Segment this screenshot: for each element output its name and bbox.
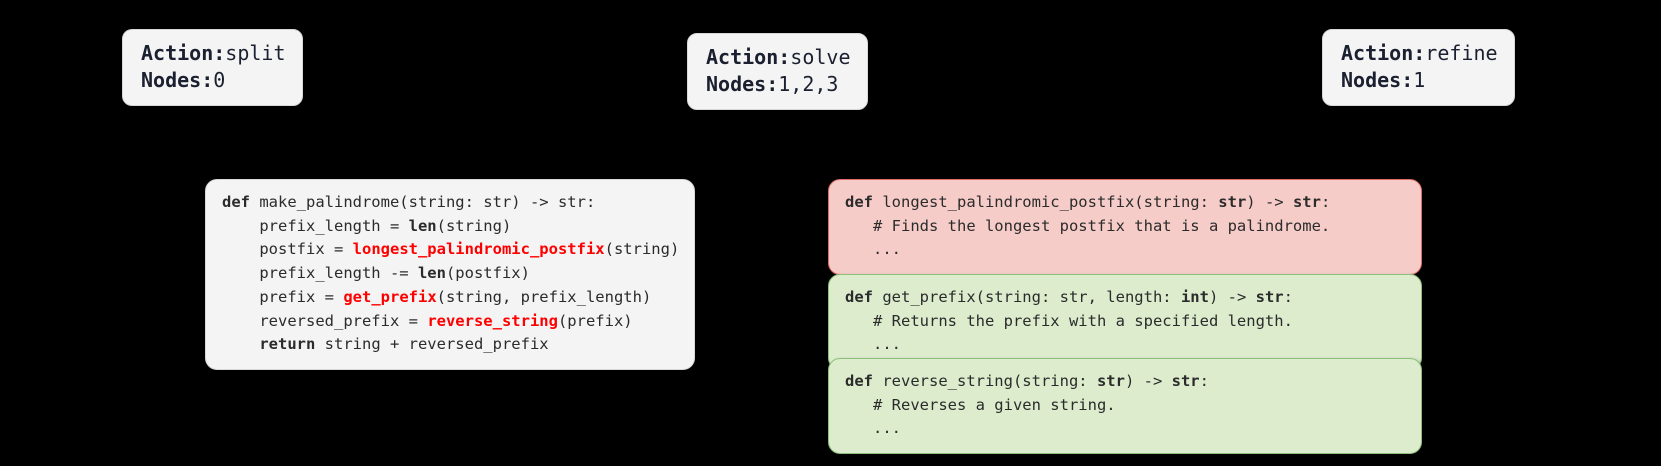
subfunction-panel-longest-palindromic-postfix[interactable]: def longest_palindromic_postfix(string: … [828,179,1422,275]
nodes-label: Nodes: [706,71,779,96]
code-token-ty: str [1218,193,1247,211]
code-line: def reverse_string(string: str) -> str: [845,370,1405,394]
code-line: ... [845,333,1405,357]
code-token-plain: prefix = [222,287,344,306]
action-value: refine [1425,41,1498,65]
code-token-plain: make_palindrome(string: str) -> str: [259,193,596,211]
code-line: postfix = longest_palindromic_postfix(st… [222,238,680,262]
nodes-label: Nodes: [1341,67,1414,92]
code-token-plain: (postfix) [445,264,530,283]
code-token-plain: postfix = [222,240,353,259]
code-token-kw: len [408,216,437,235]
nodes-line: Nodes:0 [141,67,286,94]
code-token-plain: longest_palindromic_postfix(string: [882,193,1219,211]
code-line: # Reverses a given string. [845,394,1405,418]
code-token-plain: reverse_string(string: [882,372,1097,390]
code-line: reversed_prefix = reverse_string(prefix) [222,310,678,334]
code-token-ty: str [1171,372,1200,390]
code-token-plain: # Returns the prefix with a specified le… [845,311,1293,330]
code-line: return string + reversed_prefix [222,333,678,357]
action-line: Action:split [141,40,286,67]
code-line: def longest_palindromic_postfix(string: … [845,191,1405,215]
code-token-plain: (string, prefix_length) [436,287,652,306]
code-token-kw: def [845,372,883,390]
action-label: Action: [706,45,791,69]
subfunction-panel-get-prefix[interactable]: def get_prefix(string: str, length: int)… [828,274,1422,370]
code-token-ty: str [1096,372,1125,390]
code-line: prefix_length = len(string) [222,215,678,239]
action-chip-solve[interactable]: Action:solve Nodes:1,2,3 [687,33,868,110]
code-token-plain: : [1283,288,1293,306]
code-token-plain: ... [845,335,901,354]
nodes-value: 1,2,3 [778,71,839,96]
code-line: def get_prefix(string: str, length: int)… [845,286,1405,310]
code-token-plain: (string) [604,240,680,259]
code-token-plain: string + reversed_prefix [315,335,549,354]
code-token-call: longest_palindromic_postfix [352,240,605,259]
action-line: Action:solve [706,44,851,71]
code-token-plain: ) -> [1124,372,1172,390]
nodes-line: Nodes:1 [1341,67,1498,94]
code-token-plain: # Finds the longest postfix that is a pa… [845,216,1331,235]
action-line: Action:refine [1341,40,1498,67]
code-token-ty: str [1255,288,1284,306]
code-token-kw: return [259,335,316,354]
code-token-ty: int [1180,288,1209,306]
code-token-plain: (string) [436,216,512,235]
code-token-plain: # Reverses a given string. [845,395,1116,414]
code-line: ... [845,417,1405,441]
action-label: Action: [1341,41,1426,65]
code-token-plain: ) -> [1246,193,1293,211]
code-token-kw: def [845,193,883,211]
code-token-plain: prefix_length -= [222,264,418,283]
code-line: # Returns the prefix with a specified le… [845,310,1405,334]
action-chip-refine[interactable]: Action:refine Nodes:1 [1322,29,1515,106]
code-token-plain: : [1320,193,1331,211]
subfunction-panel-reverse-string[interactable]: def reverse_string(string: str) -> str: … [828,358,1422,454]
nodes-line: Nodes:1,2,3 [706,71,851,98]
code-token-plain: ) -> [1208,288,1256,306]
code-token-kw: def [845,288,883,306]
code-token-kw: len [417,264,446,283]
code-line: prefix = get_prefix(string, prefix_lengt… [222,286,678,310]
code-token-plain: (prefix) [557,311,633,330]
nodes-value: 0 [213,67,226,92]
code-token-plain: prefix_length = [222,216,409,235]
code-token-call: get_prefix [343,287,437,306]
action-value: split [225,41,286,65]
code-token-plain: get_prefix(string: str, length: [882,288,1181,306]
nodes-value: 1 [1413,67,1426,92]
code-line: prefix_length -= len(postfix) [222,262,678,286]
code-line: ... [845,238,1405,262]
action-label: Action: [141,41,226,65]
code-token-kw: def [222,193,260,211]
code-token-plain: : [1199,372,1209,390]
code-token-plain: ... [845,240,901,259]
code-line: def make_palindrome(string: str) -> str: [222,191,678,215]
code-token-plain [222,335,259,353]
nodes-label: Nodes: [141,67,214,92]
code-line: # Finds the longest postfix that is a pa… [845,215,1405,239]
action-value: solve [790,45,851,69]
main-code-panel[interactable]: def make_palindrome(string: str) -> str:… [205,179,695,370]
code-token-plain: reversed_prefix = [222,311,428,330]
code-token-ty: str [1292,193,1321,211]
code-token-call: reverse_string [427,311,558,330]
action-chip-split[interactable]: Action:split Nodes:0 [122,29,303,106]
code-token-plain: ... [845,419,901,438]
